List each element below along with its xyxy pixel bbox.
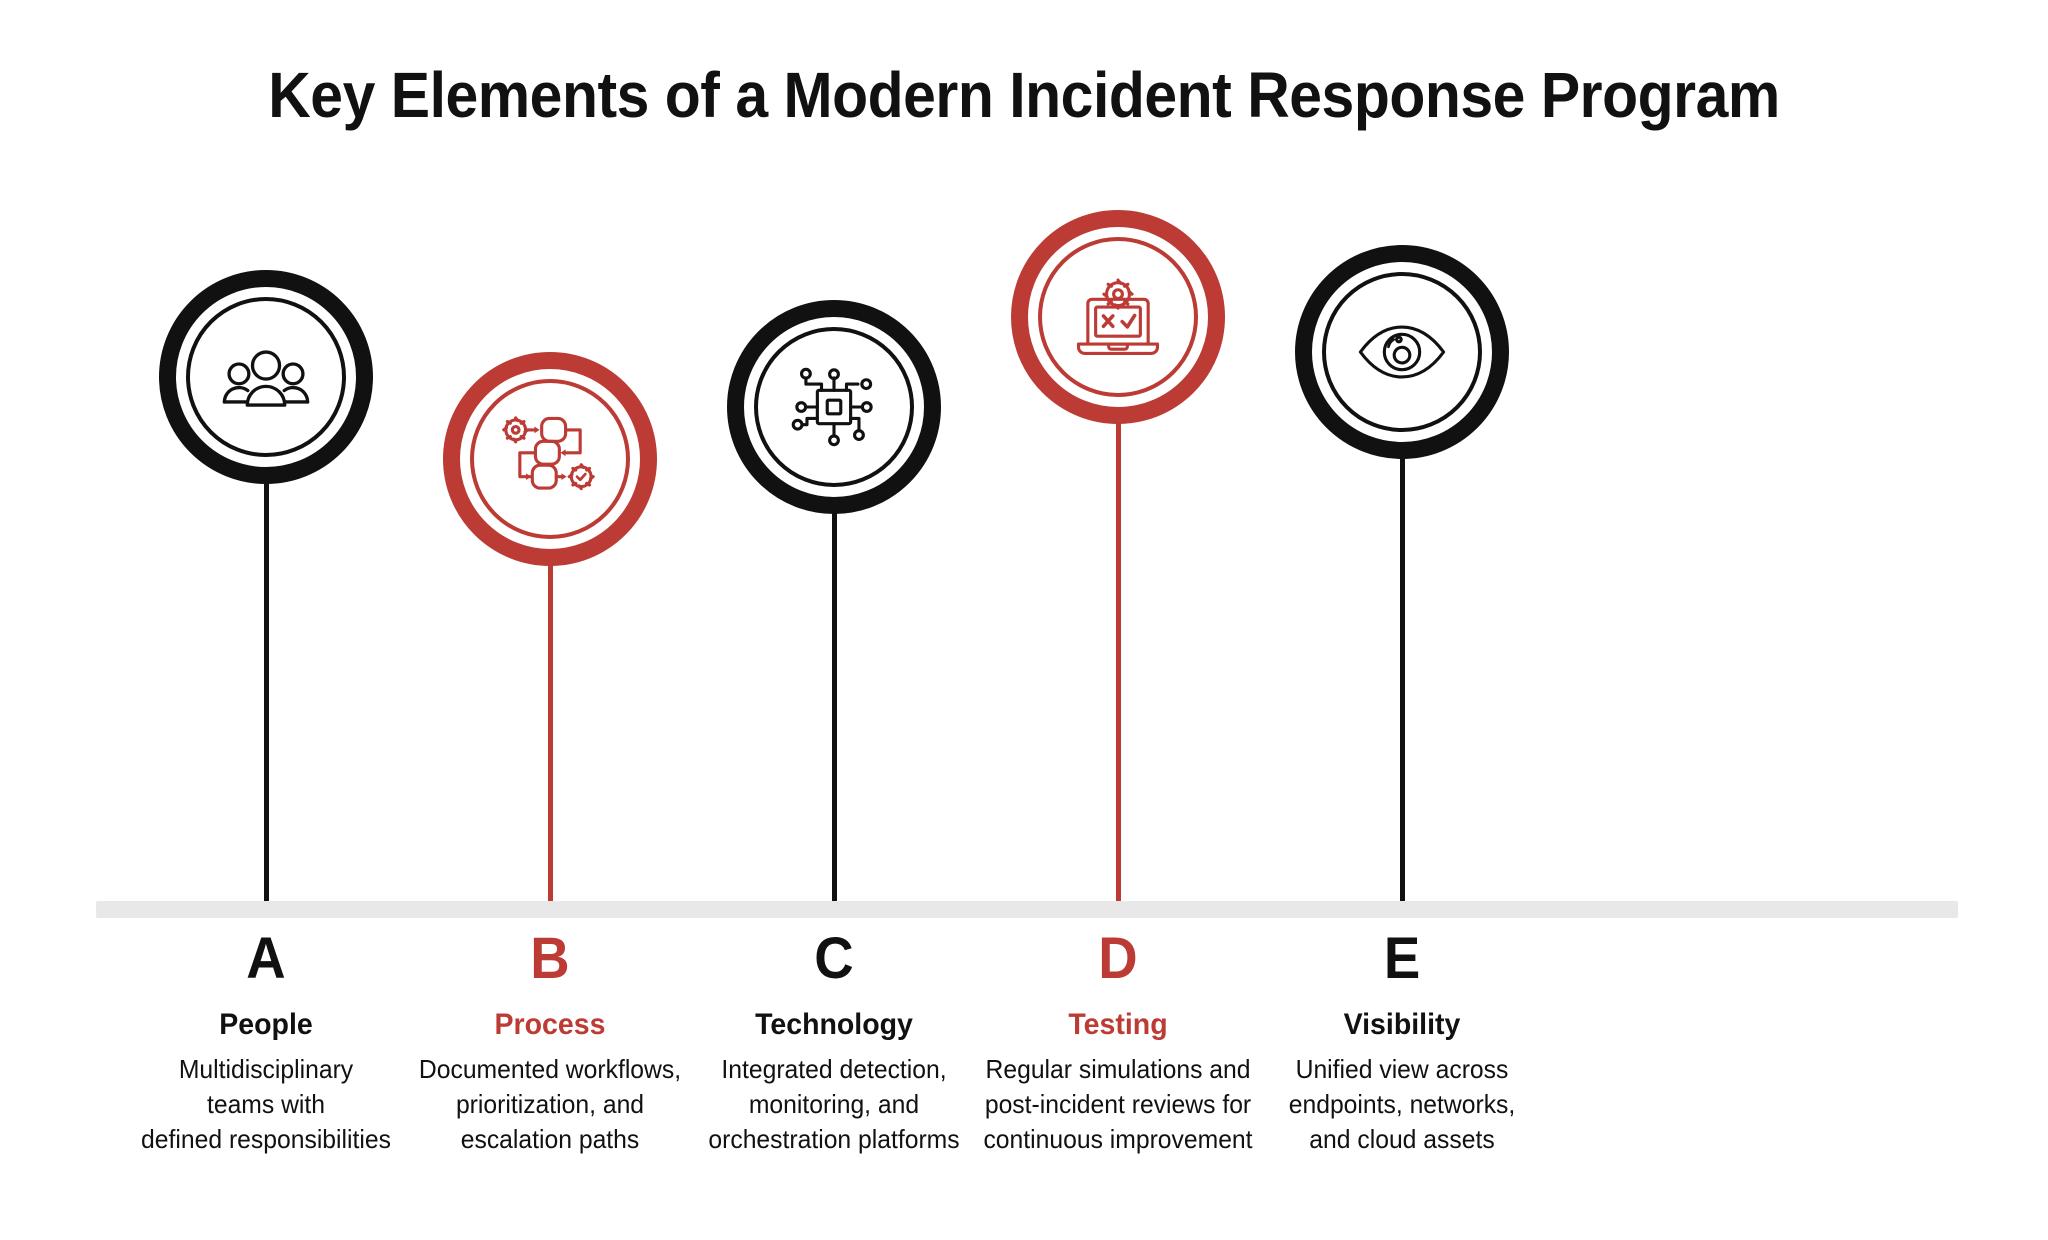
- letter-b: B: [530, 926, 570, 991]
- column-d: D Testing Regular simulations and post-i…: [968, 0, 1268, 1240]
- microchip-circuit-icon: [782, 355, 886, 459]
- badge-inner-c: [754, 327, 914, 487]
- eye-icon: [1350, 300, 1454, 404]
- label-e: Visibility: [1343, 1008, 1461, 1041]
- column-e: E Visibility Unified view across endpoin…: [1252, 0, 1552, 1240]
- badge-c[interactable]: [727, 300, 941, 514]
- letter-c: C: [814, 926, 854, 991]
- badge-e[interactable]: [1295, 245, 1509, 459]
- badge-inner-e: [1322, 272, 1482, 432]
- badge-a[interactable]: [159, 270, 373, 484]
- stem-b: [547, 560, 553, 901]
- stem-a: [263, 478, 269, 901]
- people-group-icon: [214, 325, 318, 429]
- laptop-gear-test-icon: [1066, 265, 1170, 369]
- letter-d: D: [1098, 926, 1138, 991]
- description-e: Unified view across endpoints, networks,…: [1288, 1054, 1516, 1154]
- stem-c: [831, 508, 837, 901]
- stem-d: [1115, 418, 1121, 901]
- label-d: Testing: [1068, 1008, 1168, 1041]
- column-b: B Process Documented workflows, prioriti…: [400, 0, 700, 1240]
- badge-d[interactable]: [1011, 210, 1225, 424]
- description-d: Regular simulations and post-incident re…: [983, 1054, 1253, 1154]
- page-title: Key Elements of a Modern Incident Respon…: [268, 59, 1780, 131]
- label-b: Process: [494, 1008, 606, 1041]
- label-a: People: [219, 1008, 313, 1041]
- description-b: Documented workflows, prioritization, an…: [418, 1054, 682, 1154]
- description-c: Integrated detection, monitoring, and or…: [708, 1054, 960, 1154]
- stem-e: [1399, 452, 1405, 901]
- letter-a: A: [246, 926, 286, 991]
- letter-e: E: [1383, 926, 1421, 991]
- column-a: A People Multidisciplinary teams with de…: [116, 0, 416, 1240]
- badge-inner-d: [1038, 237, 1198, 397]
- column-c: C Technology Integrated detection, monit…: [684, 0, 984, 1240]
- badge-inner-b: [470, 379, 630, 539]
- workflow-gears-icon: [498, 407, 602, 511]
- baseline-bar: [96, 901, 1958, 918]
- description-a: Multidisciplinary teams with defined res…: [141, 1054, 391, 1154]
- label-c: Technology: [755, 1008, 913, 1041]
- badge-b[interactable]: [443, 352, 657, 566]
- badge-inner-a: [186, 297, 346, 457]
